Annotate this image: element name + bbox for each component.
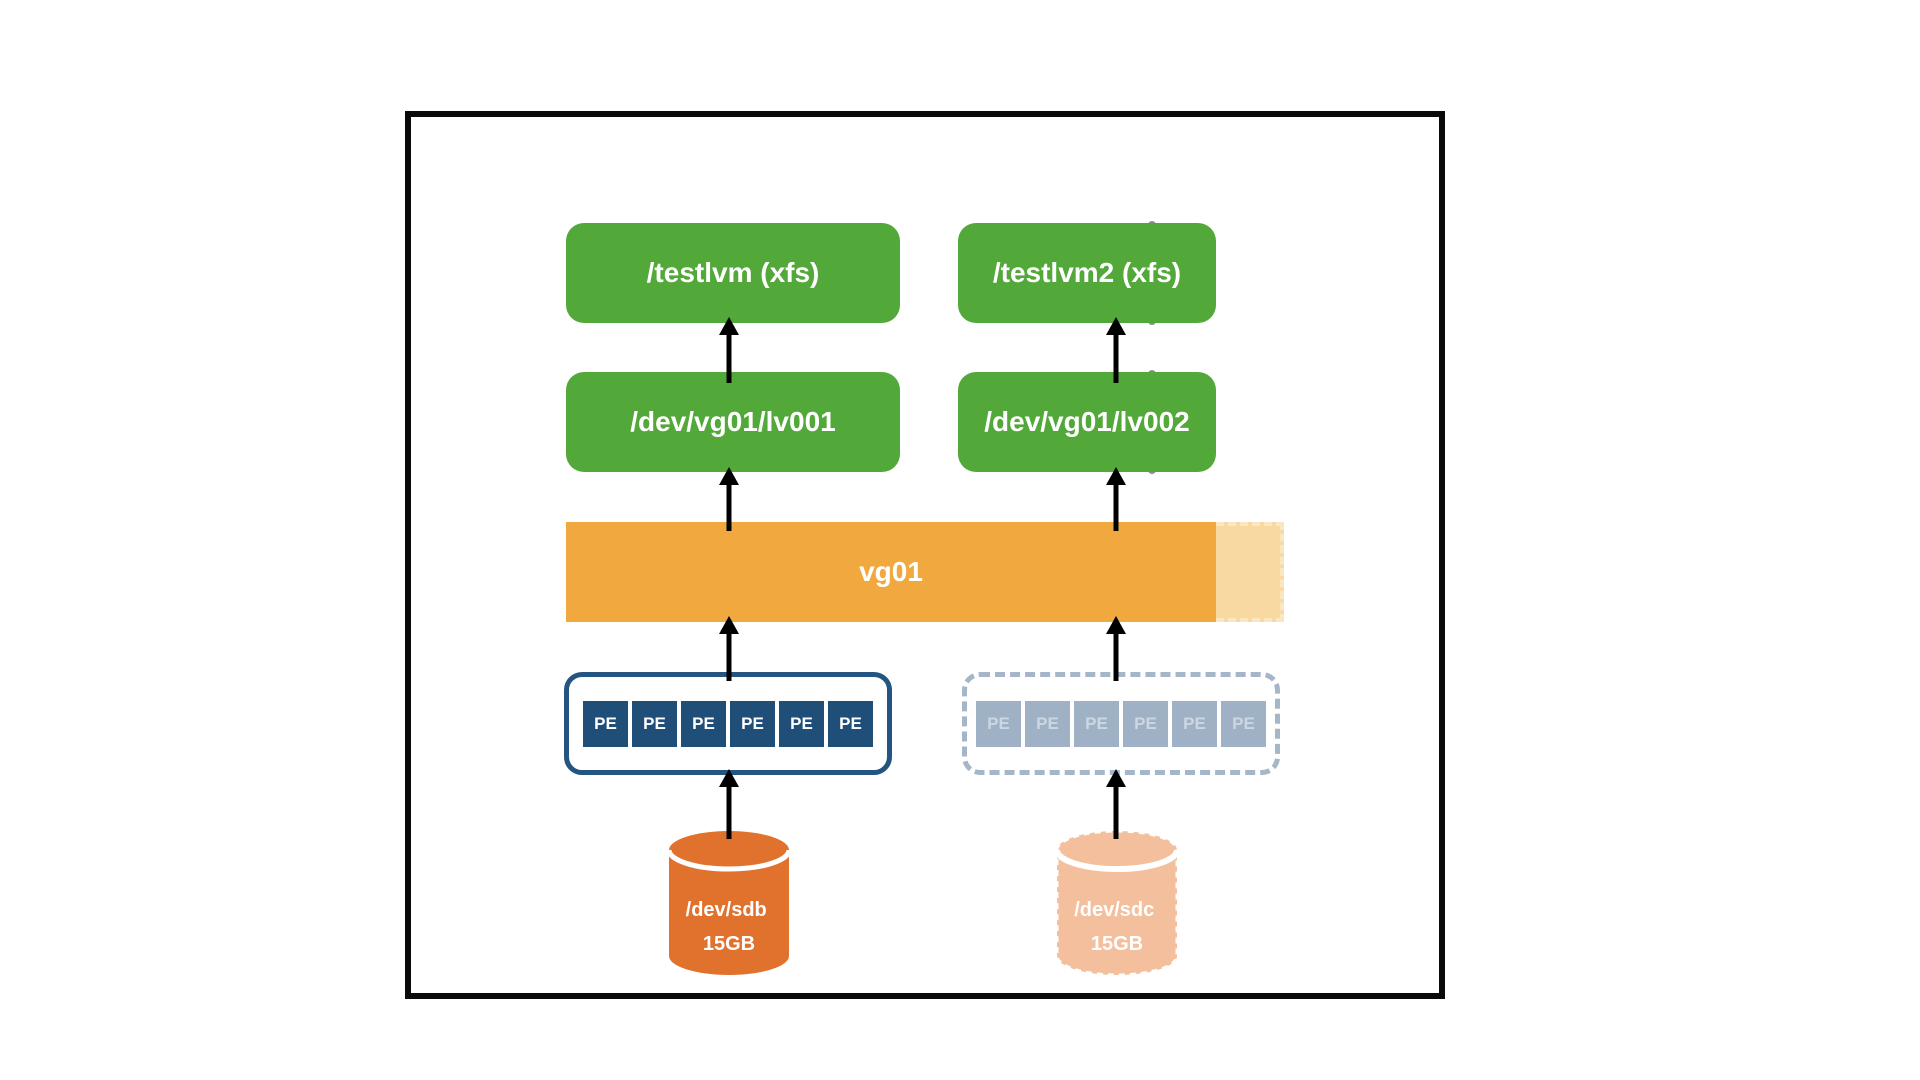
mount-point-testlvm: /testlvm (xfs) xyxy=(566,223,900,323)
pe-cell: PE xyxy=(1123,700,1168,747)
lv-lv001: /dev/vg01/lv001 xyxy=(566,372,900,472)
disk-sdb: /dev/sdb 15GB xyxy=(666,831,792,975)
pe-group-planned: PE PE PE PE PE PE xyxy=(962,672,1280,775)
disk-sdc-device-label: /dev/sdc xyxy=(1074,899,1154,921)
lv-lv002-label: /dev/vg01/lv002 xyxy=(984,406,1190,437)
lv-lv002: /dev/vg01/lv002 xyxy=(958,372,1216,472)
pe-cell: PE xyxy=(730,700,775,747)
pe-cell: PE xyxy=(1172,700,1217,747)
disk-cylinder-dashed-icon xyxy=(1054,829,1180,977)
pe-group-active: PE PE PE PE PE PE xyxy=(564,672,892,775)
disk-sdc-size-label: 15GB xyxy=(1091,933,1143,955)
pe-cell: PE xyxy=(976,700,1021,747)
volume-group-vg01: vg01 xyxy=(566,522,1216,622)
svg-text:/dev/sdc 15GB: /dev/sdc 15GB xyxy=(1074,899,1160,955)
pe-cell: PE xyxy=(828,700,873,747)
disk-sdb-device-label: /dev/sdb xyxy=(686,899,767,921)
pe-cell: PE xyxy=(779,700,824,747)
mount-point-testlvm-label: /testlvm (xfs) xyxy=(646,257,820,288)
disk-sdb-size-label: 15GB xyxy=(703,933,755,955)
lv-lv001-label: /dev/vg01/lv001 xyxy=(630,406,836,437)
mount-point-testlvm2: /testlvm2 (xfs) xyxy=(958,223,1216,323)
disk-sdc: /dev/sdc 15GB xyxy=(1054,829,1180,977)
volume-group-label: vg01 xyxy=(859,556,923,587)
mount-point-testlvm2-label: /testlvm2 (xfs) xyxy=(992,257,1182,288)
pe-cell: PE xyxy=(632,700,677,747)
svg-text:/dev/sdb 15GB: /dev/sdb 15GB xyxy=(686,899,773,955)
pe-cell: PE xyxy=(1221,700,1266,747)
pe-cell: PE xyxy=(583,700,628,747)
pe-cell: PE xyxy=(1074,700,1119,747)
pe-cell: PE xyxy=(1025,700,1070,747)
pe-cell: PE xyxy=(681,700,726,747)
disk-cylinder-icon xyxy=(666,831,792,975)
